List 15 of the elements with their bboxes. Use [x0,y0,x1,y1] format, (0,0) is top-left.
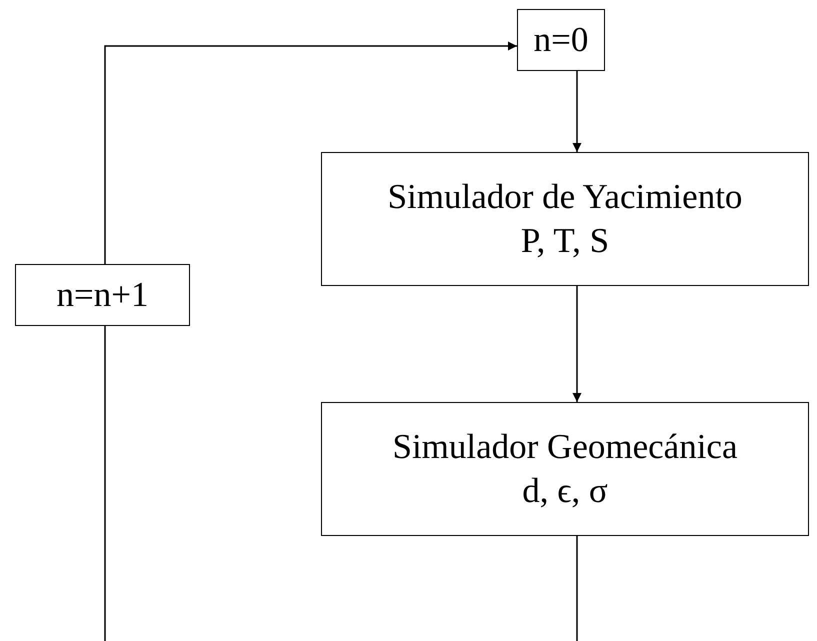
box-title: Simulador Geomecánica [392,426,738,468]
connector-line [576,536,578,641]
arrow [572,71,582,152]
box-variables: P, T, S [520,220,610,262]
box-variables: d, ϵ, σ [522,470,608,512]
box-title: Simulador de Yacimiento [388,176,742,218]
connector-line [104,326,106,641]
process-box [321,152,809,286]
process-box [321,402,809,536]
box-title: n=n+1 [56,274,148,316]
arrow [572,286,582,402]
process-box [15,264,190,326]
box-title: n=0 [534,19,588,62]
process-box [517,9,605,71]
arrow [104,42,517,264]
